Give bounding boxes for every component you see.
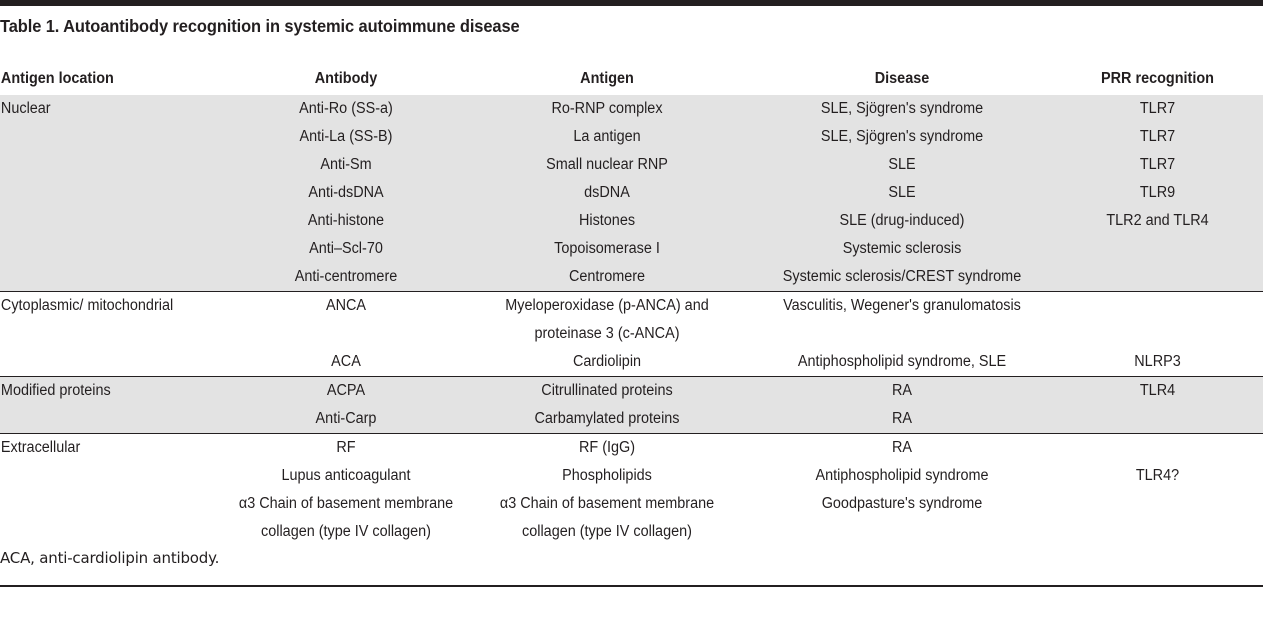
cell-disease: SLE, Sjögren's syndrome	[820, 128, 984, 145]
cell-disease: RA	[891, 439, 913, 456]
section-divider	[0, 376, 1263, 377]
cell-antibody: ACA	[331, 353, 361, 370]
table-row: Anti-Sm Small nuclear RNP SLE TLR7	[0, 151, 1263, 179]
section-divider	[0, 433, 1263, 434]
cell-antigen_location: Cytoplasmic/ mitochondrial	[0, 297, 174, 314]
cell-prr: TLR9	[1139, 184, 1176, 201]
table-row: Lupus anticoagulant Phospholipids Antiphos…	[0, 462, 1263, 490]
cell-antibody: Anti-Sm	[320, 156, 372, 173]
table-bottom-rule	[0, 585, 1263, 587]
cell-antigen: RF (IgG)	[578, 439, 636, 456]
cell-prr: TLR2 and TLR4	[1106, 212, 1209, 229]
cell-disease: SLE	[888, 156, 916, 173]
cell-antibody: RF	[336, 439, 356, 456]
table-section-extracellular: Extracellular RF RF (IgG) RA Lupus anticoagu…	[0, 434, 1263, 546]
cell-antibody: Anti-histone	[307, 212, 385, 229]
cell-disease: Antiphospholipid syndrome	[815, 467, 989, 484]
cell-disease: RA	[891, 382, 913, 399]
cell-disease: SLE, Sjögren's syndrome	[820, 100, 984, 117]
cell-antibody: Anti-La (SS-B)	[299, 128, 393, 145]
column-header-prr: PRR recognition	[1101, 70, 1214, 87]
table-row: Anti–Scl-70 Topoisomerase I Systemic scler…	[0, 235, 1263, 263]
cell-disease: Vasculitis, Wegener's granulomatosis	[783, 297, 1021, 314]
table-row: ACA Cardiolipin Antiphospholipid syndrome,…	[0, 348, 1263, 376]
column-header-antibody: Antibody	[314, 70, 378, 87]
cell-antigen: Centromere	[568, 268, 646, 285]
cell-antigen: Topoisomerase I	[554, 240, 660, 257]
cell-antigen: Small nuclear RNP	[546, 156, 668, 173]
cell-antigen: Carbamylated proteins	[534, 410, 680, 427]
cell-antigen_location: Nuclear	[0, 100, 51, 117]
table-section-modified-proteins: Modified proteins ACPA Citrullinated prote…	[0, 377, 1263, 434]
table-row: Anti-Carp Carbamylated proteins RA	[0, 405, 1263, 433]
cell-antigen: La antigen	[573, 128, 641, 145]
cell-antigen: Citrullinated proteins	[541, 382, 673, 399]
section-divider	[0, 291, 1263, 292]
cell-disease: RA	[891, 410, 913, 427]
cell-prr: TLR4	[1139, 382, 1176, 399]
cell-antigen_location: Modified proteins	[0, 382, 111, 399]
cell-antibody: Anti-centromere	[294, 268, 398, 285]
cell-prr: TLR7	[1139, 100, 1176, 117]
cell-disease: Systemic sclerosis/CREST syndrome	[782, 268, 1022, 285]
cell-antigen: dsDNA	[584, 184, 630, 201]
cell-antibody: Anti-dsDNA	[308, 184, 384, 201]
cell-antibody: ANCA	[325, 297, 367, 314]
table-header-row: Antigen location Antibody Antigen Disease PR…	[0, 66, 1263, 95]
table-row: Anti-centromere Centromere Systemic sclero…	[0, 263, 1263, 291]
cell-antibody: Anti-Carp	[315, 410, 377, 427]
cell-antigen: α3 Chain of basement membrane collagen (…	[499, 495, 715, 540]
table-row: Anti-histone Histones SLE (drug-induced) TL…	[0, 207, 1263, 235]
cell-antigen: Ro-RNP complex	[551, 100, 663, 117]
table-section-cytoplasmic-mitochondrial: Cytoplasmic/ mitochondrial ANCA Myeloperox…	[0, 292, 1263, 377]
cell-antibody: Anti-Ro (SS-a)	[299, 100, 393, 117]
column-header-antigen_location: Antigen location	[0, 70, 114, 87]
column-header-disease: Disease	[874, 70, 930, 87]
table-row: Modified proteins ACPA Citrullinated prote…	[0, 377, 1263, 405]
table-title: Table 1. Autoantibody recognition in sys…	[0, 16, 520, 36]
cell-disease: Goodpasture's syndrome	[821, 495, 983, 512]
cell-disease: Antiphospholipid syndrome, SLE	[797, 353, 1007, 370]
cell-antibody: ACPA	[326, 382, 366, 399]
cell-antigen: Cardiolipin	[572, 353, 642, 370]
cell-disease: SLE	[888, 184, 916, 201]
table-footnote: ACA, anti-cardiolipin antibody.	[0, 549, 220, 567]
cell-antigen: Phospholipids	[562, 467, 652, 484]
table-top-rule	[0, 0, 1263, 6]
cell-antigen: Histones	[578, 212, 636, 229]
table-grid: Antigen location Antibody Antigen Disease PR…	[0, 66, 1263, 546]
table-row: Extracellular RF RF (IgG) RA	[0, 434, 1263, 462]
cell-antibody: α3 Chain of basement membrane collagen (…	[238, 495, 454, 540]
cell-prr: TLR4?	[1135, 467, 1180, 484]
cell-antigen_location: Extracellular	[0, 439, 81, 456]
cell-prr: TLR7	[1139, 128, 1176, 145]
cell-disease: SLE (drug-induced)	[839, 212, 965, 229]
cell-antigen: Myeloperoxidase (p-ANCA) and proteinase …	[505, 297, 709, 342]
table-row: α3 Chain of basement membrane collagen (…	[0, 490, 1263, 546]
cell-antibody: Anti–Scl-70	[309, 240, 383, 257]
cell-disease: Systemic sclerosis	[842, 240, 962, 257]
cell-prr: NLRP3	[1134, 353, 1181, 370]
table-row: Cytoplasmic/ mitochondrial ANCA Myeloperox…	[0, 292, 1263, 348]
table-row: Anti-dsDNA dsDNA SLE TLR9	[0, 179, 1263, 207]
column-header-antigen: Antigen	[580, 70, 634, 87]
table-row: Nuclear Anti-Ro (SS-a) Ro-RNP complex SLE, …	[0, 95, 1263, 123]
cell-prr: TLR7	[1139, 156, 1176, 173]
cell-antibody: Lupus anticoagulant	[281, 467, 411, 484]
table-row: Anti-La (SS-B) La antigen SLE, Sjögren's s…	[0, 123, 1263, 151]
